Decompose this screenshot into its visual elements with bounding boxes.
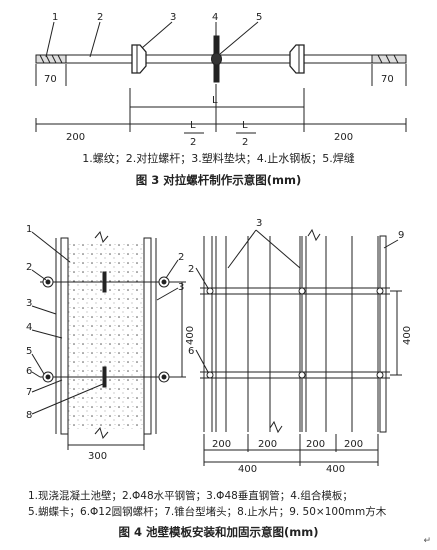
fig3-num-2: 2	[97, 12, 103, 23]
fig3-dim-half-right-num: L	[242, 120, 248, 131]
fig4L-num-6: 6	[26, 366, 32, 377]
return-mark: ↵	[423, 536, 431, 546]
fig4-section-drawing	[31, 230, 186, 450]
fig3-drawing	[35, 21, 407, 134]
plastic-spacer-left	[131, 44, 147, 74]
fig3-dim-side-right: 200	[334, 132, 353, 143]
fig4R-num-2: 2	[188, 264, 194, 275]
fig3-num-4: 4	[212, 12, 218, 23]
fig4R-num-3: 3	[256, 218, 262, 229]
fig4R-num-9: 9	[398, 230, 404, 241]
fig4L-num-3: 3	[26, 298, 32, 309]
fig3-num-5: 5	[256, 12, 262, 23]
fig4-dim-200-c: 200	[306, 439, 325, 450]
fig4L-num-2-right: 2	[178, 252, 184, 263]
formwork-left	[60, 237, 69, 435]
fig4R-num-6: 6	[188, 346, 194, 357]
fig4-dim-200-d: 200	[344, 439, 363, 450]
fig4L-num-5: 5	[26, 346, 32, 357]
formwork-right	[143, 237, 152, 435]
fig4L-num-7: 7	[26, 387, 32, 398]
fig4-dim-400-b: 400	[326, 464, 345, 475]
fig3-title: 图 3 对拉螺杆制作示意图(mm)	[135, 173, 302, 187]
fig4-dim-200-a: 200	[212, 439, 231, 450]
fig4L-num-2: 2	[26, 262, 32, 273]
fig3-dim-half-right-den: 2	[242, 137, 248, 148]
thread-right	[371, 54, 407, 64]
fig3-num-1: 1	[52, 12, 58, 23]
fig4L-num-3-right: 3	[178, 282, 184, 293]
fig4L-num-1: 1	[26, 224, 32, 235]
weld-seam	[211, 52, 222, 66]
fig4-legend-line2: 5.蝴蝶卡；6.Φ12圆钢螺杆；7.锥台型堵头；8.止水片；9. 50×100m…	[28, 506, 387, 518]
fig4L-num-8: 8	[26, 410, 32, 421]
fig3-dim-L: L	[212, 95, 218, 106]
fig3-num-3: 3	[170, 12, 176, 23]
fig4-dim-wall: 300	[88, 451, 107, 462]
fig4-elevation-labels: 3 2 6 9 400 200 200 200 200 400 400	[188, 218, 413, 475]
fig3-dim-side-left: 200	[66, 132, 85, 143]
fig4-dim-200-b: 200	[258, 439, 277, 450]
fig4-section-labels: 1 2 3 4 5 6 7 8 2 3 300 400	[26, 224, 196, 462]
fig4-dim-spacing-right: 400	[402, 326, 413, 345]
fig3-dim-end-left: 70	[44, 74, 57, 85]
thread-left	[35, 54, 67, 64]
fig3-dim-half-left-num: L	[190, 120, 196, 131]
fig3-labels: 1 2 3 4 5 70 70 L L 2 L 2 200 200	[44, 12, 394, 148]
fig3-legend: 1.螺纹；2.对拉螺杆；3.塑料垫块；4.止水钢板；5.焊缝	[82, 152, 355, 165]
timber-strip	[379, 235, 387, 433]
fig4-dim-spacing-left: 400	[185, 326, 196, 345]
fig4-dim-400-a: 400	[238, 464, 257, 475]
plastic-spacer-right	[289, 44, 305, 74]
fig4-legend-line1: 1.现浇混凝土池壁；2.Φ48水平钢管；3.Φ48垂直钢管；4.组合模板；	[28, 490, 353, 502]
fig4-elevation-drawing	[195, 228, 402, 466]
fig3-dim-half-left-den: 2	[190, 137, 196, 148]
fig3-dim-end-right: 70	[381, 74, 394, 85]
fig4L-num-4: 4	[26, 322, 32, 333]
fig4-title: 图 4 池壁模板安装和加固示意图(mm)	[118, 525, 319, 539]
